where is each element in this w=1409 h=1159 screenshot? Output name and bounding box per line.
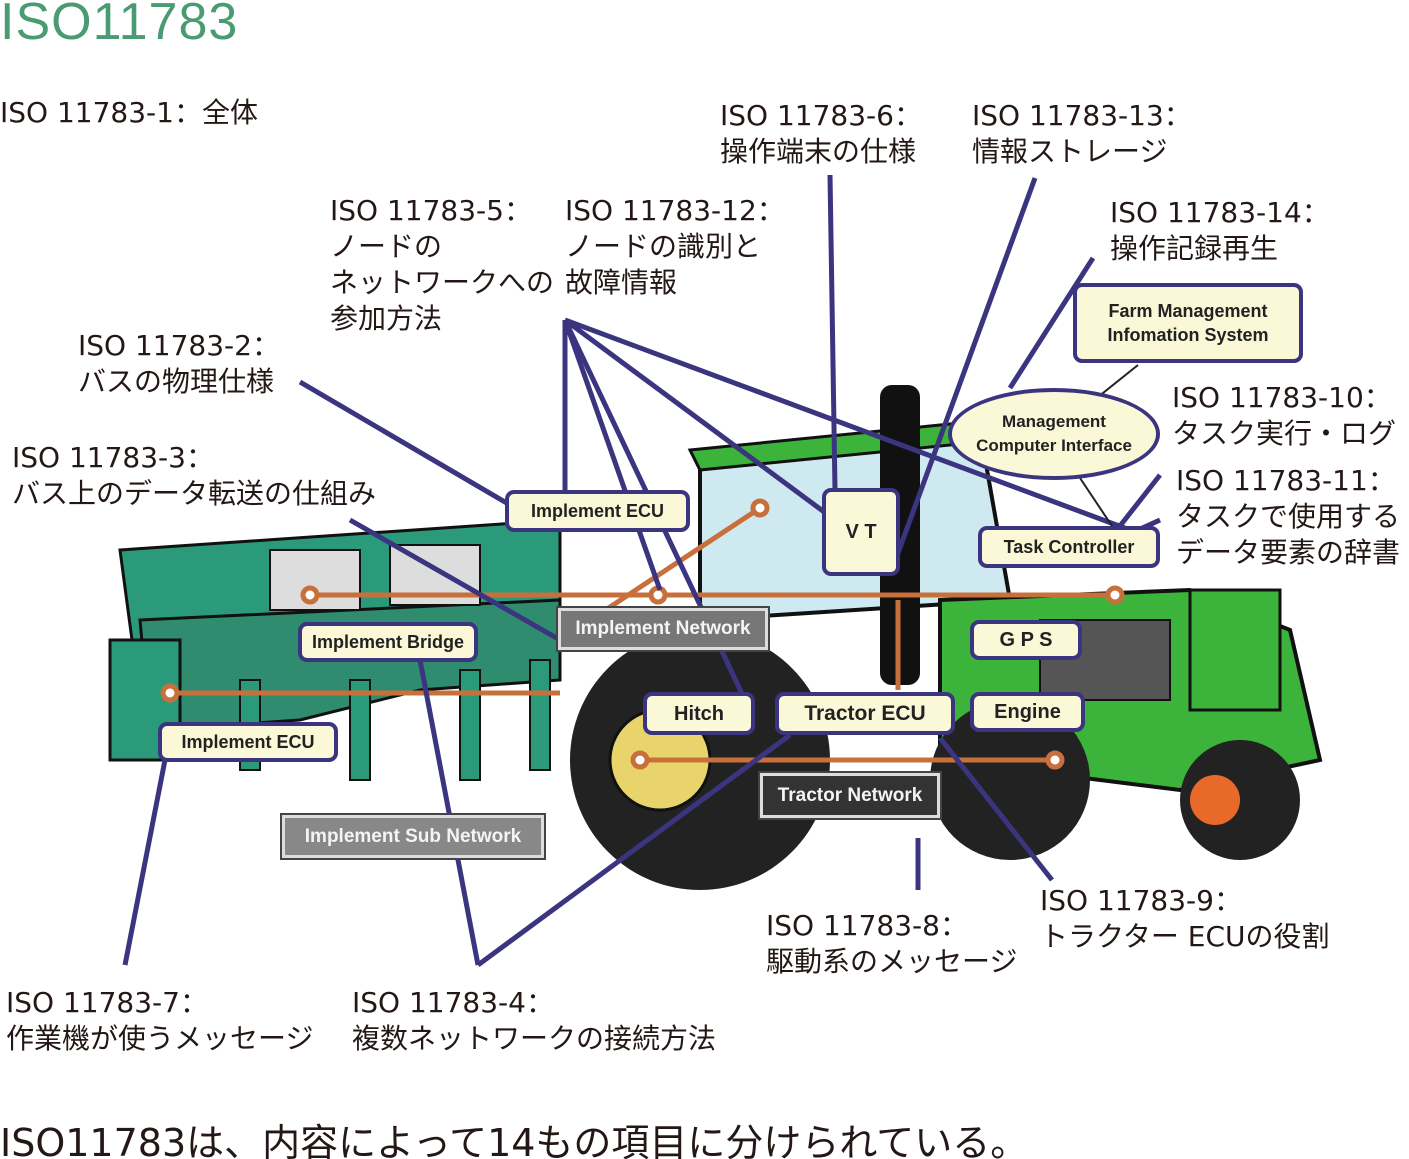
label-line: ISO 11783-3： bbox=[12, 441, 214, 474]
label-part-6: ISO 11783-6：操作端末の仕様 bbox=[720, 98, 922, 170]
label-line: 情報ストレージ bbox=[972, 135, 1168, 168]
implement-ecu-top-node: Implement ECU bbox=[505, 490, 690, 532]
label-line: タスクで使用する bbox=[1176, 500, 1401, 533]
label-line: ISO 11783-13： bbox=[972, 99, 1192, 132]
label-line: バスの物理仕様 bbox=[78, 365, 275, 398]
label-part-8: ISO 11783-8：駆動系のメッセージ bbox=[766, 908, 1017, 980]
mci-line-2: Computer Interface bbox=[976, 436, 1132, 455]
label-line: トラクター ECUの役割 bbox=[1040, 920, 1330, 953]
task-controller-node: Task Controller bbox=[978, 526, 1160, 568]
label-part-2: ISO 11783-2：バスの物理仕様 bbox=[78, 328, 280, 400]
label-line: ISO 11783-7： bbox=[6, 986, 208, 1019]
gps-node: G P S bbox=[970, 620, 1082, 660]
mci-line-1: Management bbox=[1002, 412, 1106, 431]
label-line: 操作端末の仕様 bbox=[720, 135, 917, 168]
label-part-1: ISO 11783-1：全体 bbox=[0, 95, 258, 131]
label-line: タスク実行・ログ bbox=[1172, 417, 1397, 450]
fmis-line-1: Farm Management bbox=[1108, 301, 1268, 321]
label-line: ノードの識別と bbox=[565, 230, 762, 263]
implement-sub-network-label: Implement Sub Network bbox=[280, 813, 546, 860]
label-line: ISO 11783-12： bbox=[565, 194, 785, 227]
label-part-4: ISO 11783-4：複数ネットワークの接続方法 bbox=[352, 985, 716, 1057]
label-line: 作業機が使うメッセージ bbox=[6, 1022, 314, 1055]
label-part-5: ISO 11783-5：ノードのネットワークへの参加方法 bbox=[330, 193, 554, 337]
label-line: ISO 11783-10： bbox=[1172, 381, 1392, 414]
hitch-node: Hitch bbox=[643, 692, 755, 735]
label-part-10: ISO 11783-10：タスク実行・ログ bbox=[1172, 380, 1396, 452]
footer-caption: ISO11783は、内容によって14もの項目に分けられている。 bbox=[0, 1121, 1029, 1159]
label-line: ISO 11783-9： bbox=[1040, 884, 1242, 917]
label-part-7: ISO 11783-7：作業機が使うメッセージ bbox=[6, 985, 313, 1057]
label-line: 故障情報 bbox=[565, 266, 678, 299]
label-part-14: ISO 11783-14：操作記録再生 bbox=[1110, 195, 1330, 267]
mci-node: Management Computer Interface bbox=[948, 388, 1160, 480]
label-line: ISO 11783-8： bbox=[766, 909, 968, 942]
engine-node: Engine bbox=[970, 692, 1085, 732]
label-line: ISO 11783-2： bbox=[78, 329, 280, 362]
page-title: ISO11783 bbox=[0, 0, 239, 51]
label-line: ISO 11783-5： bbox=[330, 194, 532, 227]
label-line: ISO 11783-1：全体 bbox=[0, 96, 258, 129]
vt-node: V T bbox=[822, 488, 900, 576]
label-part-3: ISO 11783-3：バス上のデータ転送の仕組み bbox=[12, 440, 376, 512]
label-line: ISO 11783-11： bbox=[1176, 464, 1396, 497]
label-line: ISO 11783-6： bbox=[720, 99, 922, 132]
label-line: 参加方法 bbox=[330, 302, 443, 335]
tractor-network-label: Tractor Network bbox=[758, 771, 942, 820]
label-part-9: ISO 11783-9：トラクター ECUの役割 bbox=[1040, 883, 1330, 955]
label-line: ネットワークへの bbox=[330, 266, 555, 299]
fmis-node: Farm Management Infomation System bbox=[1073, 283, 1303, 363]
tractor-ecu-node: Tractor ECU bbox=[775, 692, 955, 735]
label-line: データ要素の辞書 bbox=[1176, 536, 1401, 569]
label-part-11: ISO 11783-11：タスクで使用するデータ要素の辞書 bbox=[1176, 463, 1400, 571]
label-line: 駆動系のメッセージ bbox=[766, 945, 1018, 978]
label-line: ノードの bbox=[330, 230, 443, 263]
label-line: 操作記録再生 bbox=[1110, 232, 1279, 265]
label-line: 複数ネットワークの接続方法 bbox=[352, 1022, 717, 1055]
label-part-13: ISO 11783-13：情報ストレージ bbox=[972, 98, 1192, 170]
label-line: ISO 11783-14： bbox=[1110, 196, 1330, 229]
label-part-12: ISO 11783-12：ノードの識別と故障情報 bbox=[565, 193, 785, 301]
label-line: バス上のデータ転送の仕組み bbox=[12, 477, 377, 510]
fmis-line-2: Infomation System bbox=[1107, 325, 1269, 345]
implement-network-label: Implement Network bbox=[556, 606, 770, 652]
implement-ecu-bottom-node: Implement ECU bbox=[158, 722, 338, 762]
implement-bridge-node: Implement Bridge bbox=[298, 622, 478, 662]
label-line: ISO 11783-4： bbox=[352, 986, 554, 1019]
